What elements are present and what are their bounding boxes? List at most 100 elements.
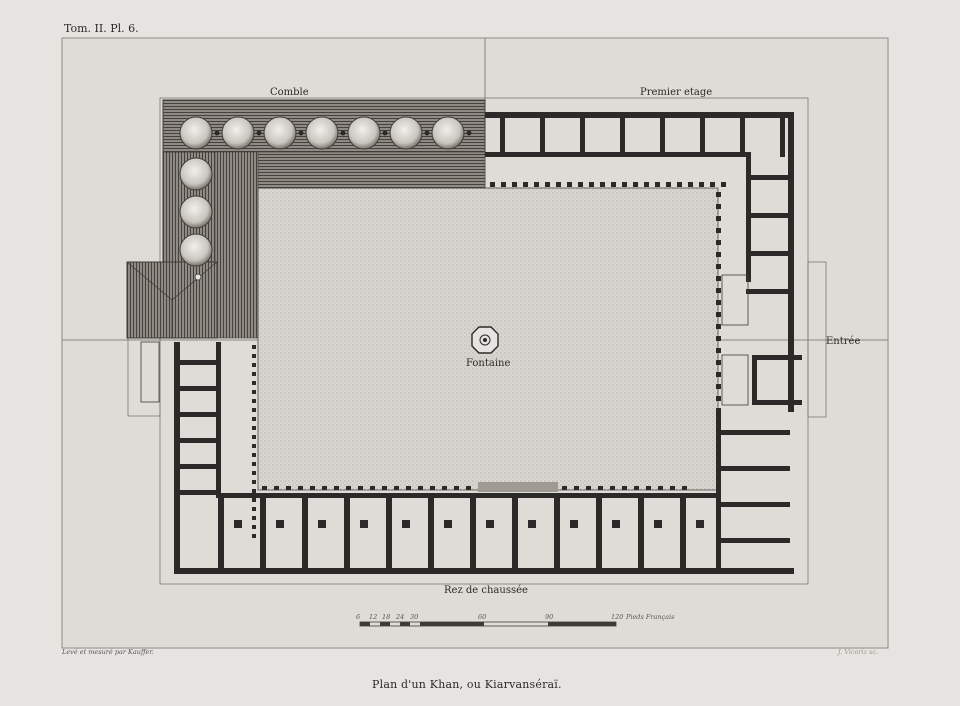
pier [406,486,411,490]
dome [305,116,339,150]
wall [485,112,793,118]
dome [179,195,213,229]
pier [252,489,256,493]
pier [466,486,471,490]
dome-finial [424,130,430,136]
pier [252,354,256,358]
pier [252,408,256,412]
pier [658,486,663,490]
label-entrance: Entrée [826,336,861,347]
wall [470,493,476,568]
pier [716,348,721,353]
wall [746,289,792,294]
pier [252,516,256,520]
pier [578,182,583,187]
wall [174,568,794,574]
wall [174,342,180,572]
pier [562,486,567,490]
wall [716,430,790,435]
pier [252,453,256,457]
pier [252,507,256,511]
pier [310,486,315,490]
scale-tick: 30 [410,613,419,621]
pier [252,480,256,484]
ground-floor-plan [174,342,794,574]
pier [611,182,616,187]
pier [334,486,339,490]
dome [263,116,297,150]
wall [746,175,792,180]
wall [174,438,220,443]
pier [612,520,620,528]
wall [174,386,220,391]
dome [347,116,381,150]
staircase [140,341,160,403]
pier [699,182,704,187]
pier [394,486,399,490]
wall [174,464,220,469]
pier [654,520,662,528]
pier [716,216,721,221]
caption: Plan d'un Khan, ou Kiarvanséraï. [372,678,562,691]
dome-finial [214,130,220,136]
pier [512,182,517,187]
pier [716,384,721,389]
pier [534,182,539,187]
pier [716,336,721,341]
pier [716,288,721,293]
pier [716,204,721,209]
pier [252,435,256,439]
pier [716,276,721,281]
wall [752,400,802,405]
wall [512,493,518,568]
scale-bar [359,621,617,627]
wall [174,412,220,417]
pier [570,520,578,528]
pier [622,486,627,490]
wall [428,493,434,568]
wall [752,355,757,405]
first-floor-plan [485,112,802,473]
dome [431,116,465,150]
credit-right: J. Vicoriz sc. [838,648,879,656]
pier [501,182,506,187]
pier [252,471,256,475]
pier [358,486,363,490]
pier [716,228,721,233]
scale-tick: 24 [396,613,405,621]
wall [680,493,686,568]
wall [752,355,802,360]
pier [276,520,284,528]
pier [610,486,615,490]
label-fountain: Fontaine [466,358,511,369]
roof-domes [179,116,472,150]
pier [252,399,256,403]
wall [638,493,644,568]
pier [252,498,256,502]
plate-number: Tom. II. Pl. 6. [64,22,139,35]
pier [622,182,627,187]
roof-north-slope [214,151,486,189]
pier [252,525,256,529]
pier [721,182,726,187]
pier [670,486,675,490]
wall [716,502,790,507]
pier [567,182,572,187]
wall [716,466,790,471]
pier [418,486,423,490]
wall [554,493,560,568]
wall [344,493,350,568]
pier [696,520,704,528]
pier [646,486,651,490]
pier [633,182,638,187]
pier [252,417,256,421]
roof-west-slope [214,151,259,339]
pier [252,372,256,376]
wall [620,112,625,157]
label-first-floor: Premier etage [640,87,713,98]
wall [740,112,745,157]
pier [252,381,256,385]
wall [174,490,220,495]
scale-tick: 6 [356,613,361,621]
